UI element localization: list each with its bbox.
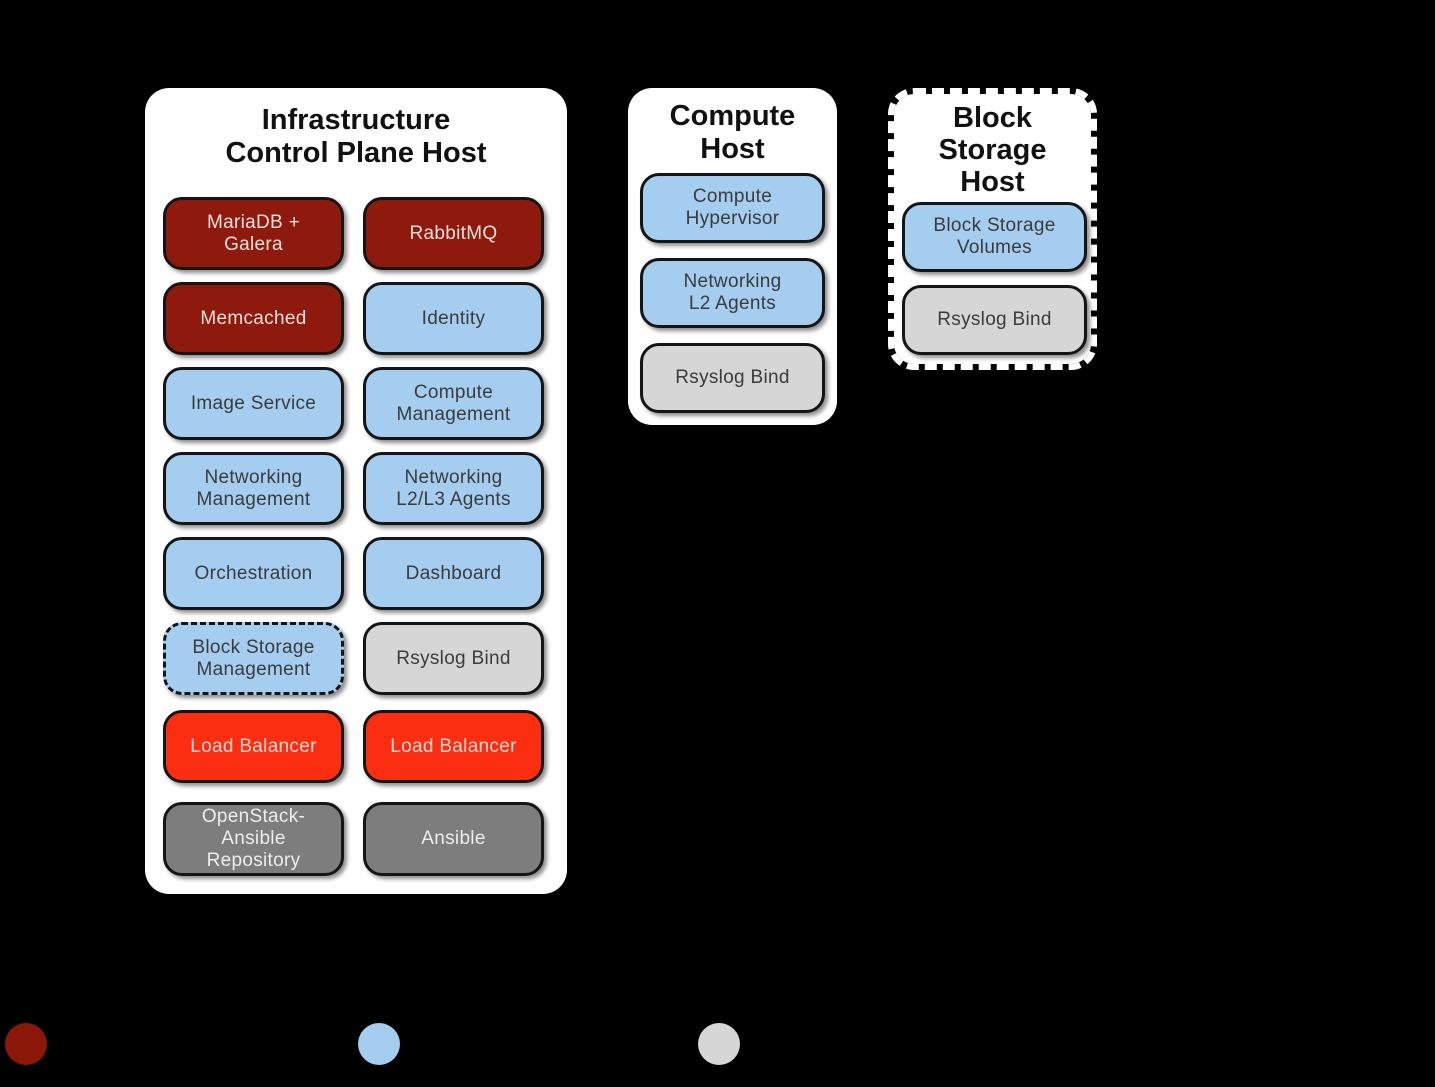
service-box-ansible: Ansible <box>363 802 544 876</box>
service-box-rsyslog-bind: Rsyslog Bind <box>363 622 544 695</box>
service-box-load-balancer: Load Balancer <box>163 710 344 783</box>
service-box-mariadb-galera: MariaDB + Galera <box>163 197 344 270</box>
service-box-identity: Identity <box>363 282 544 355</box>
panel-infrastructure-control-plane-host: Infrastructure Control Plane Host MariaD… <box>145 88 567 894</box>
panel-compute-host: Compute Host Compute Hypervisor Networki… <box>628 88 837 425</box>
service-box-image-service: Image Service <box>163 367 344 440</box>
service-box-rsyslog-bind: Rsyslog Bind <box>640 343 825 413</box>
service-box-networking-l2-agents: Networking L2 Agents <box>640 258 825 328</box>
service-box-dashboard: Dashboard <box>363 537 544 610</box>
service-box-networking-management: Networking Management <box>163 452 344 525</box>
service-box-memcached: Memcached <box>163 282 344 355</box>
service-box-networking-l2-l3-agents: Networking L2/L3 Agents <box>363 452 544 525</box>
legend-dot-dark-red <box>5 1023 47 1065</box>
service-box-block-storage-management: Block Storage Management <box>163 622 344 695</box>
service-box-block-storage-volumes: Block Storage Volumes <box>902 202 1087 272</box>
legend-dot-gray <box>698 1023 740 1065</box>
service-box-compute-management: Compute Management <box>363 367 544 440</box>
service-box-compute-hypervisor: Compute Hypervisor <box>640 173 825 243</box>
service-box-rabbitmq: RabbitMQ <box>363 197 544 270</box>
service-box-openstack-ansible-repository: OpenStack- Ansible Repository <box>163 802 344 876</box>
service-box-load-balancer: Load Balancer <box>363 710 544 783</box>
panel-title-block-storage-host: Block Storage Host <box>938 102 1047 198</box>
panel-title-compute-host: Compute Host <box>669 100 796 165</box>
panel-block-storage-host: Block Storage Host Block Storage Volumes… <box>888 88 1097 370</box>
service-box-rsyslog-bind: Rsyslog Bind <box>902 285 1087 355</box>
panel-title-infrastructure-control-plane-host: Infrastructure Control Plane Host <box>225 104 487 169</box>
service-box-orchestration: Orchestration <box>163 537 344 610</box>
legend-dot-blue <box>358 1023 400 1065</box>
